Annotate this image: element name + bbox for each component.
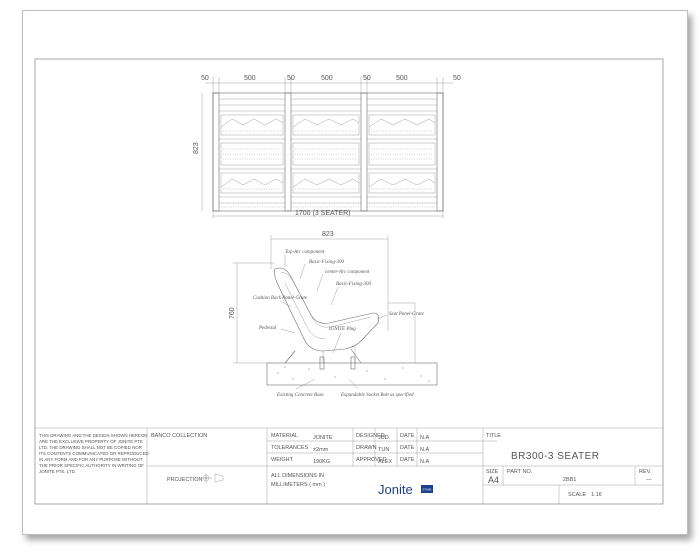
part-no-value: 2BB1 — [563, 477, 576, 483]
callout-existing-base: Existing Concrete Base — [276, 393, 325, 398]
callout-seat-panel: Seat Panel-Grate — [389, 312, 425, 317]
section-view: 823 760 — [229, 231, 438, 398]
callout-cushion-back: Cushion Back Panel-Grate — [253, 296, 308, 301]
date-value-3: N.A — [420, 459, 430, 465]
material-label: MATERIAL — [271, 433, 298, 439]
material-value: JONITE — [313, 435, 333, 441]
dim-seat-1: 500 — [244, 75, 256, 82]
callout-basic-fixing-2: Basic-Fixing-300 — [336, 282, 371, 287]
dim-seat-3: 500 — [396, 75, 408, 82]
date-label-3: DATE — [400, 457, 415, 463]
dim-seat-2: 500 — [321, 75, 333, 82]
svg-text:THIS DRAWING AND THE DESIGN SH: THIS DRAWING AND THE DESIGN SHOWN HEREON — [39, 433, 148, 438]
disclaimer-text: THIS DRAWING AND THE DESIGN SHOWN HEREON… — [39, 433, 149, 474]
designed-label: DESIGNED — [356, 433, 385, 439]
svg-text:ITS CONTENTS COMMUNICATED OR R: ITS CONTENTS COMMUNICATED OR REPRODUCED — [39, 451, 149, 456]
date-value-1: N.A — [420, 435, 430, 441]
dim-gap-1: 50 — [287, 75, 295, 82]
plan-height-dim: 823 — [193, 142, 200, 154]
approved-label: APPROVED — [356, 457, 387, 463]
size-label: SIZE — [486, 469, 499, 475]
designed-value: JDD — [378, 435, 389, 441]
svg-text:THE PRIOR SPECIFIC AUTHORITY I: THE PRIOR SPECIFIC AUTHORITY IN WRITING … — [39, 463, 144, 468]
dimensions-note-2: MILLIMETERS ( mm ) — [271, 482, 325, 488]
rev-label: REV. — [639, 469, 652, 475]
dim-end-left: 50 — [201, 75, 209, 82]
callout-pedestal: Pedestal — [258, 326, 277, 331]
dim-gap-2: 50 — [363, 75, 371, 82]
callout-basic-fixing-1: Basic-Fixing-300 — [309, 260, 344, 265]
section-height-dim: 760 — [229, 307, 236, 319]
tolerances-value: ±2mm — [313, 447, 329, 453]
svg-text:IN ANY FORM AND FOR ANY PURPOS: IN ANY FORM AND FOR ANY PURPOSE WITHOUT — [39, 457, 143, 462]
plan-view: 50 500 50 500 50 500 50 823 — [193, 75, 461, 219]
section-width-dim: 823 — [322, 231, 334, 238]
drawn-label: DRAWN — [356, 445, 377, 451]
svg-text:Jonite: Jonite — [378, 482, 413, 497]
callout-anchor-bolt: Expandable Socket Bolt as specified — [340, 393, 414, 398]
overall-length-dim: 1700 (3 SEATER) — [295, 210, 351, 217]
jonite-logo: Jonite STONE — [378, 482, 433, 497]
svg-text:JONITE PTE. LTD.: JONITE PTE. LTD. — [39, 469, 76, 474]
projection-label: PROJECTION — [167, 477, 202, 483]
seat-module-2 — [291, 98, 361, 204]
date-label-2: DATE — [400, 445, 415, 451]
collection-label: BANCO COLLECTION — [151, 433, 207, 439]
tolerances-label: TOLERANCES — [271, 445, 309, 451]
concrete-base — [266, 362, 438, 386]
date-label-1: DATE — [400, 433, 415, 439]
dim-end-right: 50 — [453, 75, 461, 82]
drawing-canvas: 50 500 50 500 50 500 50 823 — [34, 58, 664, 505]
part-no-label: PART NO. — [507, 469, 533, 475]
weight-value: 190KG — [313, 459, 330, 465]
drawing-title: BR300-3 SEATER — [511, 451, 600, 462]
projection-symbol-icon — [200, 473, 224, 483]
title-label: TITLE — [486, 433, 501, 439]
seat-module-3 — [367, 98, 437, 204]
svg-text:LTD. THE DRAWING SHALL NOT BE: LTD. THE DRAWING SHALL NOT BE COPIED NOR — [39, 445, 142, 450]
title-block: THIS DRAWING AND THE DESIGN SHOWN HEREON… — [35, 427, 663, 504]
weight-label: WEIGHT — [271, 457, 294, 463]
drawing-sheet: 50 500 50 500 50 500 50 823 — [22, 10, 688, 535]
scale-value: 1:16 — [591, 492, 602, 498]
drawing-border — [34, 58, 664, 505]
svg-text:ARE THE EXCLUSIVE PROPERTY OF: ARE THE EXCLUSIVE PROPERTY OF JONITE PTE — [39, 439, 143, 444]
callout-ignite-plug: IGNITE Plug — [328, 327, 356, 332]
dimensions-note-1: ALL DIMENSIONS IN — [271, 473, 324, 479]
drawn-value: TUN — [378, 447, 389, 453]
date-value-2: N.A — [420, 447, 430, 453]
rev-value: — — [646, 477, 652, 483]
callout-top-arc: Top-Arc component — [285, 250, 325, 255]
scale-label: SCALE — [568, 492, 586, 498]
svg-text:STONE: STONE — [423, 488, 432, 492]
approved-value: ALEX — [378, 459, 392, 465]
size-value: A4 — [488, 475, 499, 485]
callout-center-arc: center-Arc component — [325, 270, 370, 275]
seat-module-1 — [219, 98, 285, 204]
